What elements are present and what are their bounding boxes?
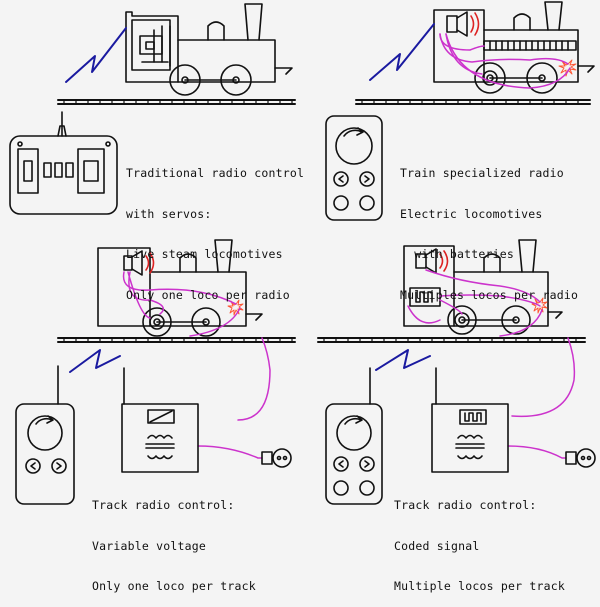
- caption-traditional: Traditional radio control with servos: L…: [126, 140, 304, 316]
- caption-line: Coded signal: [394, 538, 480, 553]
- panel-track-coded: [317, 239, 596, 505]
- caption-line: Variable voltage: [92, 538, 206, 553]
- caption-line: Traditional radio control: [126, 166, 305, 180]
- motor-icon: [149, 299, 244, 330]
- rail-track: [355, 99, 591, 105]
- radio-control-diagram: [9, 1, 596, 505]
- panel-traditional: [9, 3, 296, 215]
- caption-line: Only one loco per radio: [126, 287, 290, 302]
- transformer-icon: [145, 434, 175, 460]
- caption-line: Track radio control:: [394, 498, 537, 512]
- rail-track: [317, 337, 586, 343]
- power-plug-icon: [565, 448, 596, 468]
- speaker-icon: [446, 11, 480, 37]
- wiring: [407, 269, 576, 459]
- caption-line: Track radio control:: [92, 498, 235, 512]
- wiring: [122, 271, 271, 459]
- track-receiver-icon: [431, 367, 509, 473]
- radio-wave-icon: [69, 349, 121, 373]
- caption-line: with servos:: [126, 206, 212, 221]
- caption-line: Electric locomotives: [400, 206, 543, 221]
- locomotive-icon: [433, 1, 595, 94]
- handheld-controller-icon: [325, 115, 383, 221]
- track-receiver-icon: [121, 367, 199, 473]
- panel-train-specialized: [325, 1, 595, 221]
- radio-wave-icon: [369, 23, 435, 81]
- wiring: [439, 33, 571, 89]
- transformer-icon: [455, 434, 485, 460]
- caption-track-variable: Track radio control: Variable voltage On…: [92, 472, 256, 607]
- decoder-chip-icon: [409, 287, 441, 307]
- radio-wave-icon: [65, 27, 127, 83]
- caption-line: with batteries: [400, 247, 514, 261]
- caption-train-specialized: Train specialized radio Electric locomot…: [400, 140, 578, 316]
- caption-line: Live steam locomotives: [126, 247, 283, 261]
- handheld-controller-icon: [325, 367, 383, 505]
- caption-line: Train specialized radio: [400, 166, 564, 180]
- locomotive-icon: [403, 239, 563, 335]
- servo-icon: [139, 25, 171, 67]
- caption-line: Multiple locos per track: [394, 579, 565, 593]
- caption-track-coded: Track radio control: Coded signal Multip…: [394, 472, 565, 607]
- rail-track: [57, 99, 296, 105]
- handheld-controller-icon: [15, 365, 75, 505]
- decoder-chip-icon: [483, 40, 577, 51]
- caption-line: Multiples locos per radio: [400, 287, 579, 302]
- power-plug-icon: [261, 448, 292, 468]
- locomotive-icon: [125, 3, 293, 96]
- panel-track-variable: [15, 239, 296, 505]
- speaker-icon: [123, 250, 155, 276]
- radio-wave-icon: [375, 349, 431, 371]
- rail-track: [57, 337, 296, 343]
- caption-line: Only one loco per track: [92, 579, 256, 593]
- radio-transmitter-icon: [9, 111, 118, 215]
- speaker-icon: [415, 248, 449, 274]
- locomotive-icon: [97, 239, 263, 337]
